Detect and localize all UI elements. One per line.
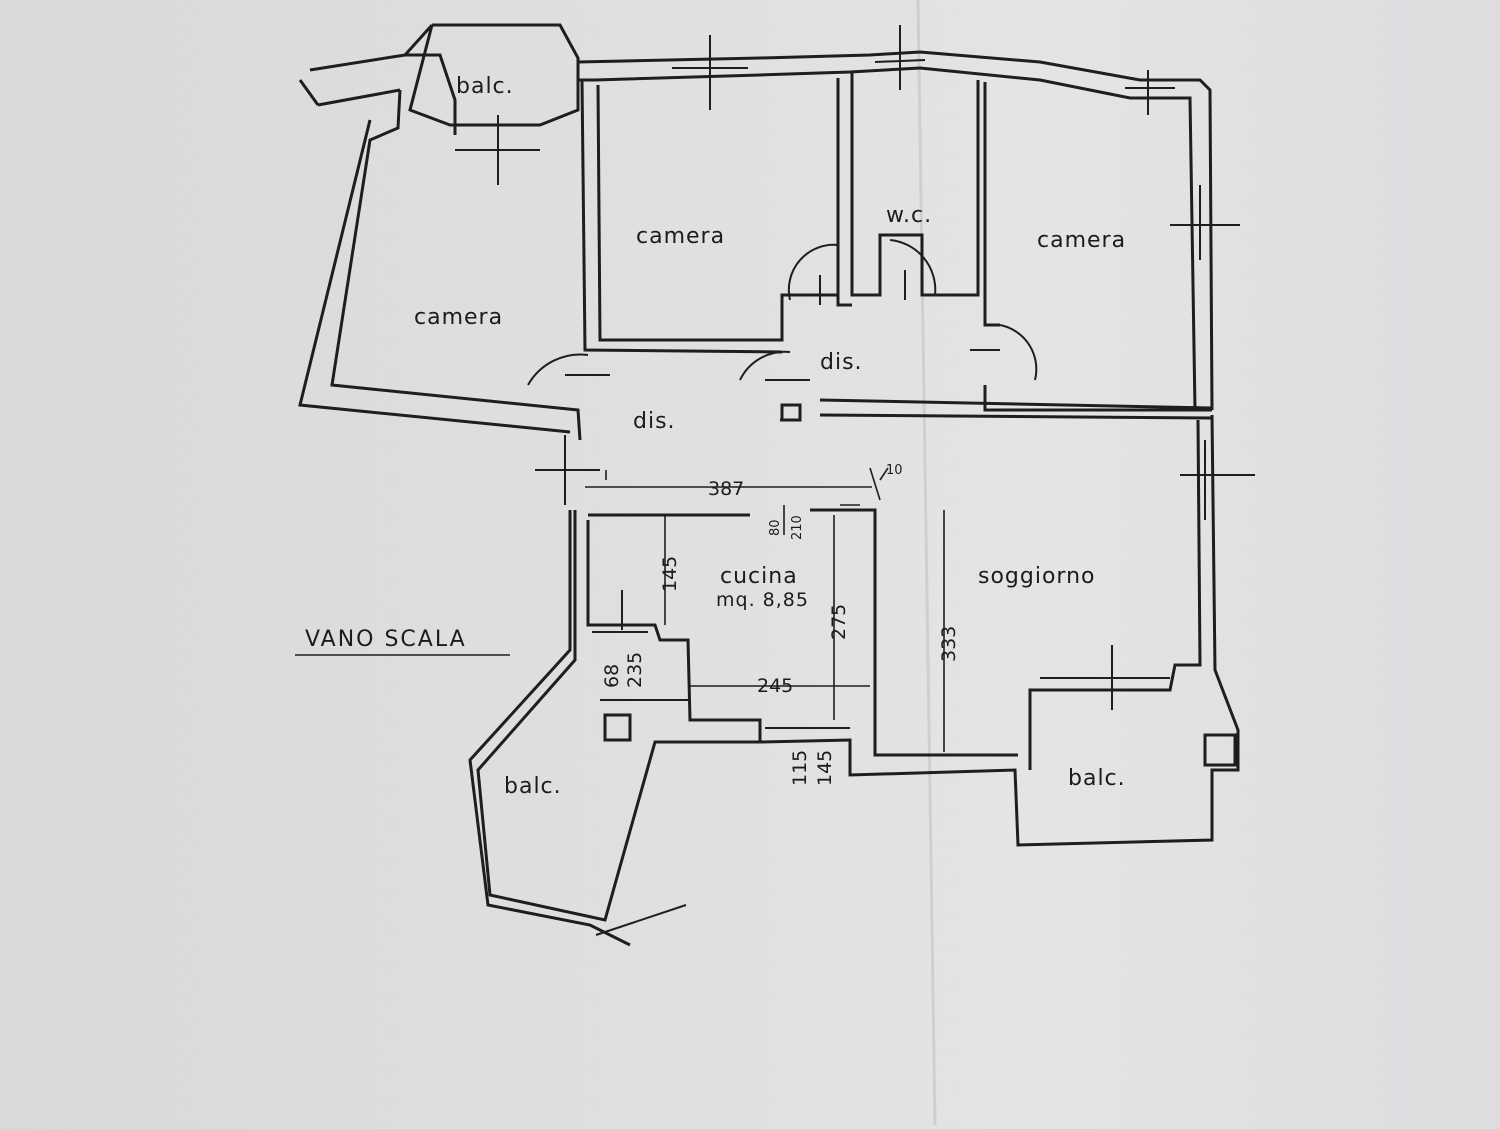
dimension-115: 115 [789,750,811,786]
door-width: 80 [768,519,783,536]
dimension-333: 333 [938,626,960,662]
wc-label: w.c. [886,203,932,228]
dimension-10: 10 [886,463,903,478]
windows [455,25,1255,729]
hallway-main-label: dis. [633,409,676,434]
balcony-bottom-right-label: balc. [1068,766,1126,791]
dimension-235: 235 [624,652,646,688]
living-room-label: soggiorno [978,564,1096,589]
hallway-small-label: dis. [820,350,863,375]
kitchen-area-label: mq. 8,85 [716,589,809,611]
balcony-bottom-left-label: balc. [504,774,562,799]
stairwell-label: VANO SCALA [305,627,467,652]
bedroom-right-label: camera [1037,228,1126,253]
dimension-387: 387 [708,478,744,500]
door-height: 210 [790,515,805,540]
dimension-245: 245 [757,675,793,697]
dimension-275: 275 [828,604,850,640]
dimension-145-top: 145 [659,556,681,592]
bedroom-left-label: camera [414,305,503,330]
outer-walls [298,23,1240,947]
paper-fold [916,0,937,1126]
dimension-145-bottom: 145 [814,750,836,786]
doors [527,239,1038,386]
bedroom-middle-label: camera [636,224,725,249]
interior-walls [580,72,1237,767]
dimension-68: 68 [601,664,623,688]
kitchen-label: cucina [720,564,798,589]
balcony-top-label: balc. [456,74,514,99]
dimension-lines [295,467,945,752]
